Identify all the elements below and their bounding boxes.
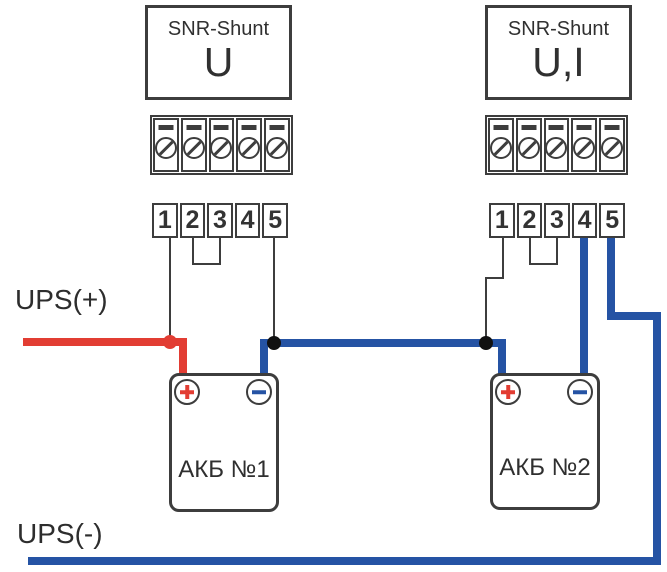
terminal-number: 2 — [179, 203, 206, 238]
terminal-number: 4 — [571, 203, 598, 238]
screw-terminal — [264, 118, 290, 172]
battery1-neg-to-battery2-pos-wire — [260, 339, 506, 374]
screw-terminal — [599, 118, 625, 172]
battery1-positive-terminal — [174, 379, 200, 405]
shunt1-jumper-2-3 — [192, 236, 221, 265]
terminal-number: 5 — [599, 203, 625, 238]
screw-terminal — [515, 118, 542, 172]
wire-slot-icon — [493, 125, 509, 130]
screw-icon — [517, 137, 540, 159]
screw-icon — [489, 137, 512, 159]
battery-1: АКБ №1 — [169, 373, 279, 512]
ups-negative-label: UPS(-) — [17, 518, 103, 549]
screw-icon — [182, 137, 205, 159]
screw-icon — [238, 137, 261, 159]
screw-icon — [545, 137, 568, 159]
terminal-number: 3 — [544, 203, 570, 238]
battery-2: АКБ №2 — [490, 373, 600, 510]
battery1-negative-terminal — [246, 379, 272, 405]
shunt1-mode: U — [203, 39, 234, 85]
screw-terminal — [543, 118, 570, 172]
shunt1-title: SNR-Shunt — [167, 18, 270, 40]
shunt2-title: SNR-Shunt — [507, 18, 610, 40]
wire-slot-icon — [604, 125, 620, 130]
ups-positive-wire — [23, 338, 187, 374]
terminal-number: 1 — [152, 203, 178, 238]
junction-dot — [267, 336, 281, 350]
shunt2-terminal1-sense-wire — [485, 237, 504, 343]
shunt1-box: SNR-Shunt U — [145, 5, 292, 100]
junction-dot-positive — [163, 335, 177, 349]
wire-slot-icon — [576, 125, 592, 130]
screw-terminal — [571, 118, 598, 172]
screw-terminal — [180, 118, 207, 172]
minus-icon — [252, 390, 266, 394]
shunt2-jumper-2-3 — [529, 236, 558, 265]
battery2-negative-terminal — [567, 379, 593, 405]
terminal-number: 3 — [207, 203, 233, 238]
screw-icon — [266, 137, 289, 159]
wire-slot-icon — [521, 125, 537, 130]
battery1-label: АКБ №1 — [178, 456, 270, 483]
terminal-number: 1 — [489, 203, 515, 238]
wire-slot-icon — [548, 125, 564, 130]
terminal-number: 4 — [234, 203, 261, 238]
screw-icon — [573, 137, 596, 159]
shunt2-terminal-numbers: 1 2 3 4 5 — [489, 203, 625, 238]
screw-terminal — [488, 118, 514, 172]
wire-slot-icon — [158, 125, 174, 130]
junction-dot — [479, 336, 493, 350]
screw-terminal — [236, 118, 263, 172]
ups-positive-label: UPS(+) — [15, 284, 108, 315]
screw-icon — [601, 137, 624, 159]
shunt2-box: SNR-Shunt U,I — [485, 5, 632, 100]
shunt2-screw-terminal-block — [485, 115, 628, 175]
wire-slot-icon — [186, 125, 202, 130]
screw-terminal — [208, 118, 235, 172]
wire-slot-icon — [241, 125, 257, 130]
battery2-label: АКБ №2 — [499, 454, 591, 481]
battery2-positive-terminal — [495, 379, 521, 405]
minus-icon — [573, 390, 587, 394]
screw-terminal — [153, 118, 179, 172]
wire-slot-icon — [269, 125, 285, 130]
screw-icon — [210, 137, 233, 159]
shunt1-screw-terminal-block — [150, 115, 293, 175]
shunt1-terminal-numbers: 1 2 3 4 5 — [152, 203, 288, 238]
terminal-number: 5 — [262, 203, 288, 238]
shunt2-mode: U,I — [532, 39, 585, 85]
wire-slot-icon — [213, 125, 229, 130]
terminal-number: 2 — [516, 203, 543, 238]
screw-icon — [154, 137, 177, 159]
